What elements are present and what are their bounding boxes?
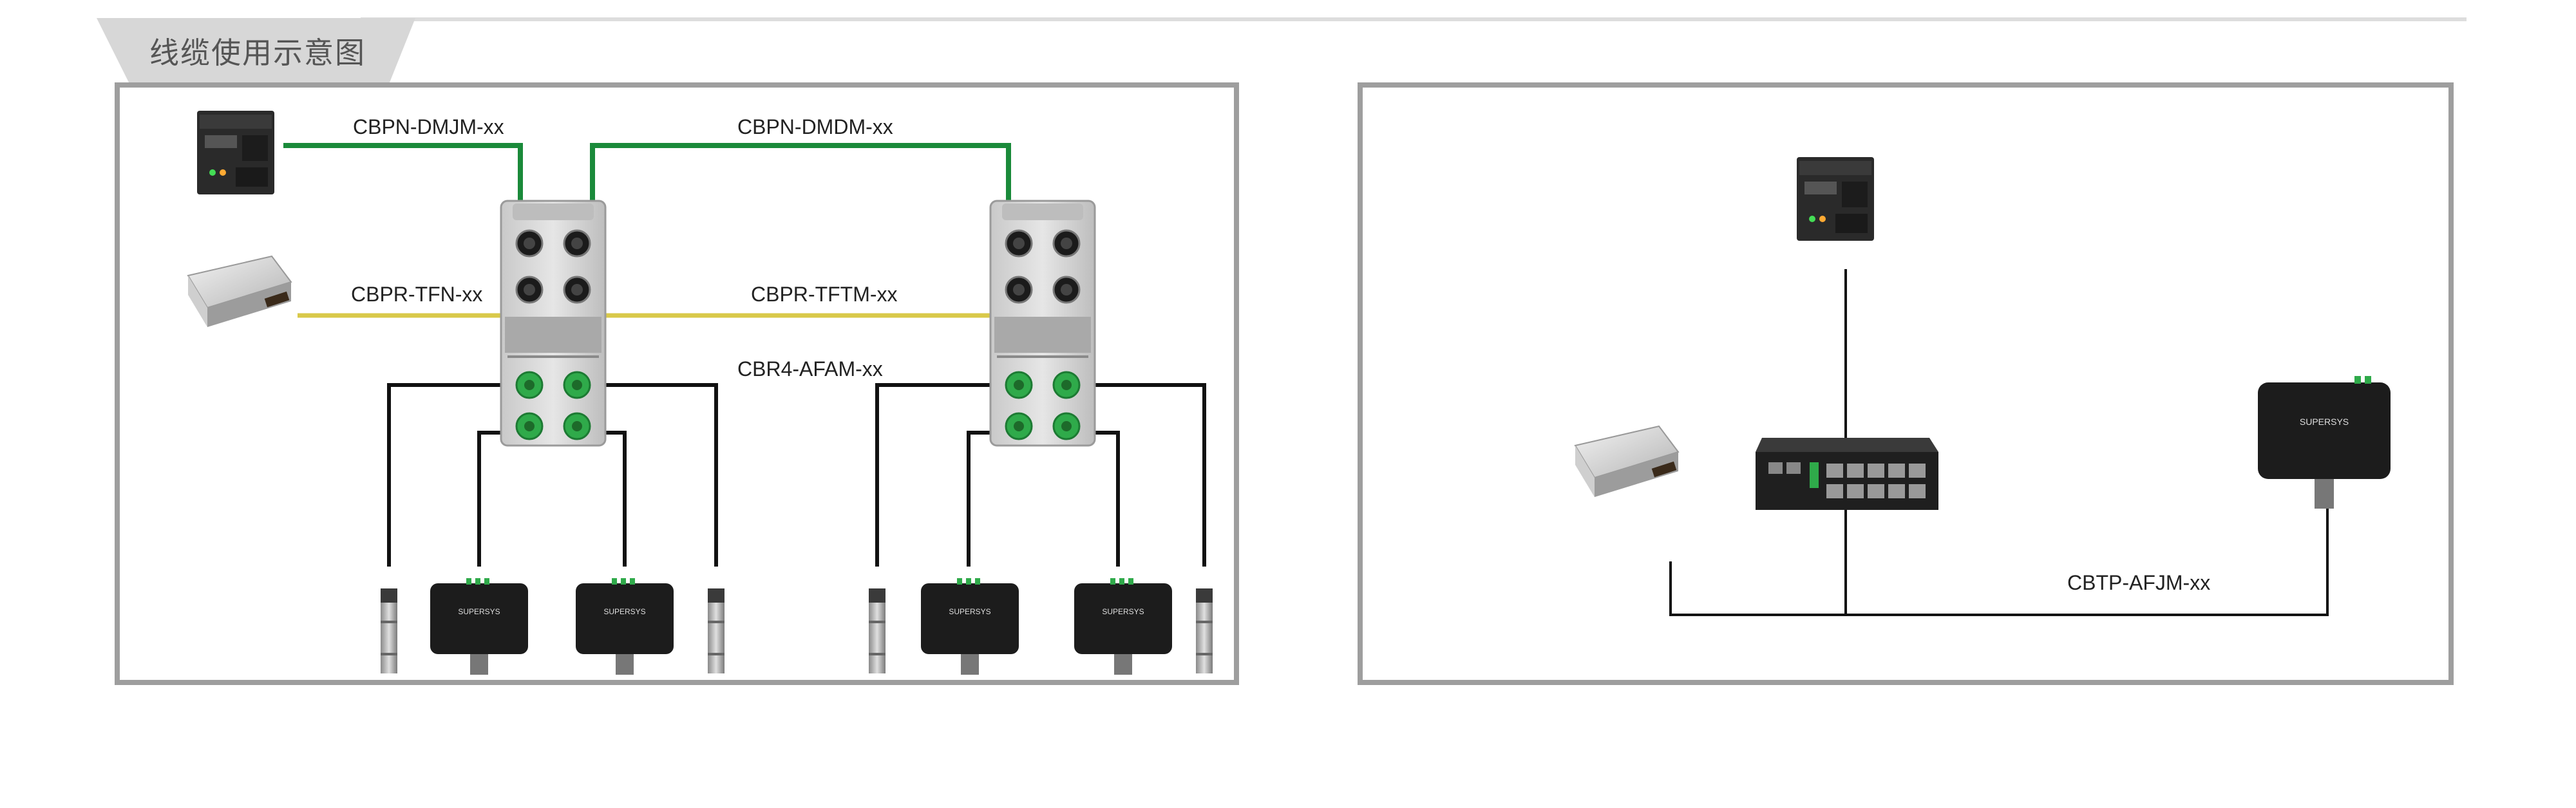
brand-label: SUPERSYS xyxy=(603,607,645,616)
brand-label: SUPERSYS xyxy=(458,607,500,616)
label-cbpn-dmjm: CBPN-DMJM-xx xyxy=(353,115,504,138)
sensor-hub-4: SUPERSYS xyxy=(1074,578,1172,675)
label-cbpr-tftm: CBPR-TFTM-xx xyxy=(751,283,898,306)
io-module-2 xyxy=(989,200,1096,447)
plc-controller xyxy=(197,111,274,194)
sensor-hub-1: SUPERSYS xyxy=(430,578,528,675)
cable-signal-group-2 xyxy=(875,383,1206,567)
sensor-hub-right: SUPERSYS xyxy=(2258,376,2391,509)
brand-label: SUPERSYS xyxy=(949,607,990,616)
label-cbr4-afam: CBR4-AFAM-xx xyxy=(737,357,883,381)
cable-network-1 xyxy=(283,143,523,206)
section-title: 线缆使用示意图 xyxy=(149,35,366,70)
title-tab xyxy=(97,18,415,82)
cable-signal-group-1 xyxy=(387,383,718,567)
brand-label: SUPERSYS xyxy=(1102,607,1144,616)
cable-network-2 xyxy=(590,143,1011,206)
proximity-sensor-3 xyxy=(869,588,886,673)
ethernet-switch xyxy=(1756,438,1938,510)
label-cbtp-afjm: CBTP-AFJM-xx xyxy=(2067,571,2210,594)
io-module-1 xyxy=(500,200,607,447)
brand-label: SUPERSYS xyxy=(2300,417,2349,427)
sensor-hub-2: SUPERSYS xyxy=(576,578,674,675)
label-cbpn-dmdm: CBPN-DMDM-xx xyxy=(737,115,893,138)
proximity-sensor-2 xyxy=(708,588,724,673)
proximity-sensor-1 xyxy=(381,588,397,673)
proximity-sensor-4 xyxy=(1196,588,1213,673)
sensor-hub-3: SUPERSYS xyxy=(921,578,1019,675)
label-cbpr-tfn: CBPR-TFN-xx xyxy=(351,283,482,306)
plc-controller-right xyxy=(1797,157,1874,241)
